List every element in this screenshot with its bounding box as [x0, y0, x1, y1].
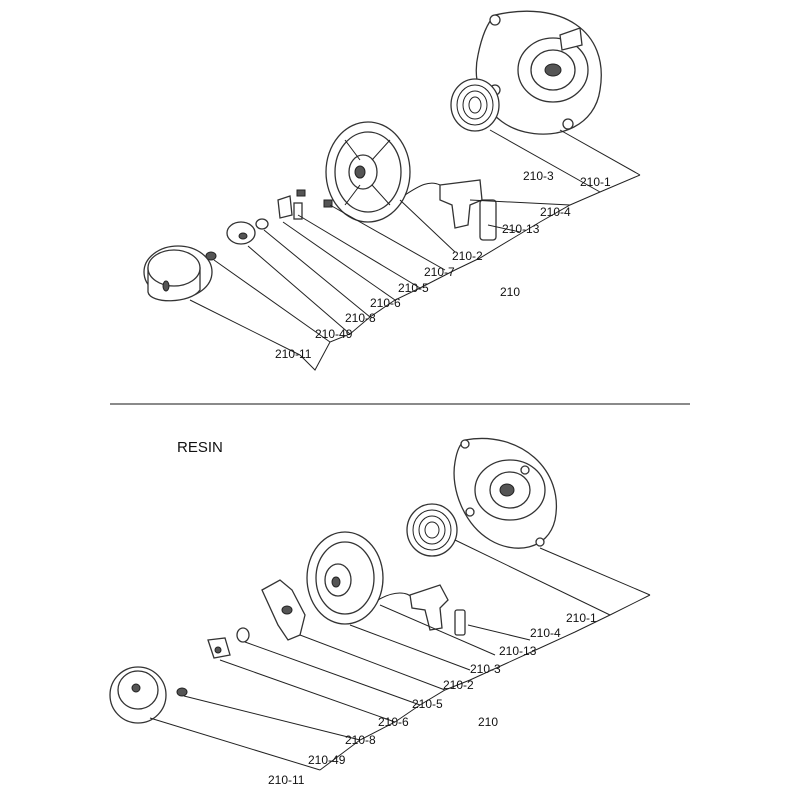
label-210-7-top: 210-7	[424, 265, 455, 279]
resin-section-title: RESIN	[177, 439, 223, 456]
label-210-13-bottom: 210-13	[499, 644, 537, 658]
small-parts-top	[205, 189, 333, 261]
reel-part-top	[325, 121, 441, 223]
pawl-plate-bottom	[176, 579, 306, 697]
label-210-49-top: 210-49	[315, 327, 353, 341]
label-210-6-bottom: 210-6	[378, 715, 409, 729]
bottom-exploded-diagram: 210-1 210-4 210-13 210-3 210-2 210-5 210…	[109, 437, 651, 787]
top-exploded-diagram: 210-1 210-3 210-4 210-13 210-2 210-7 210…	[143, 10, 641, 371]
handle-part-bottom	[409, 584, 466, 636]
label-210-top: 210	[500, 285, 520, 299]
label-210-49-bottom: 210-49	[308, 753, 346, 767]
label-210-2-top: 210-2	[452, 249, 483, 263]
leader-lines-bottom	[149, 539, 651, 771]
label-210-11-bottom: 210-11	[268, 773, 305, 787]
reel-part-bottom	[306, 531, 413, 625]
label-210-5-top: 210-5	[398, 281, 429, 295]
cup-part-top	[143, 245, 213, 302]
handle-part-top	[439, 179, 497, 241]
cup-part-bottom	[109, 666, 167, 724]
label-210-13-top: 210-13	[502, 222, 540, 236]
label-210-1-top: 210-1	[580, 175, 611, 189]
label-210-1-bottom: 210-1	[566, 611, 597, 625]
spring-part-top	[450, 78, 500, 132]
housing-part-bottom	[453, 437, 558, 549]
label-210-11-top: 210-11	[275, 347, 312, 361]
housing-part-top	[475, 10, 602, 135]
spring-part-bottom	[406, 503, 458, 557]
label-210-4-top: 210-4	[540, 205, 571, 219]
label-210-5-bottom: 210-5	[412, 697, 443, 711]
label-210-2-bottom: 210-2	[443, 678, 474, 692]
label-210-4-bottom: 210-4	[530, 626, 561, 640]
label-210-6-top: 210-6	[370, 296, 401, 310]
label-210-8-top: 210-8	[345, 311, 376, 325]
label-210-bottom: 210	[478, 715, 498, 729]
label-210-3-bottom: 210-3	[470, 662, 501, 676]
label-210-3-top: 210-3	[523, 169, 554, 183]
leader-lines-top	[189, 129, 641, 371]
label-210-8-bottom: 210-8	[345, 733, 376, 747]
